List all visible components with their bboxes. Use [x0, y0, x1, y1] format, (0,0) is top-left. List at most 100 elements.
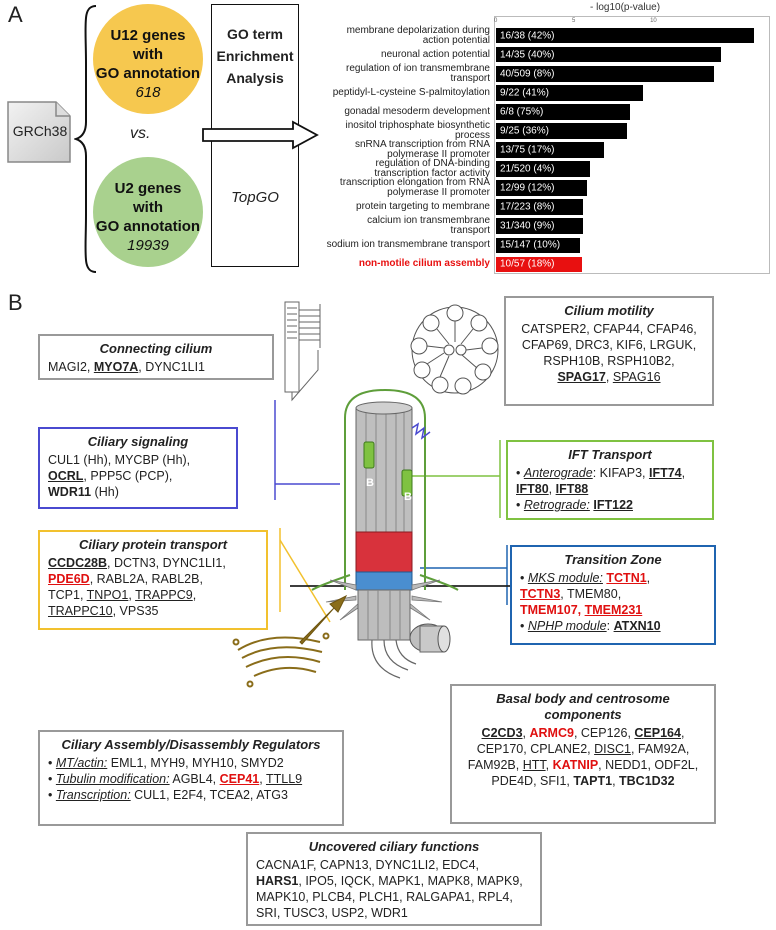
bar-1: 14/35 (40%): [496, 46, 721, 63]
gene-ift122: IFT122: [593, 498, 633, 512]
separator: ,: [646, 571, 651, 585]
gene-tapt1: TAPT1: [573, 774, 613, 788]
uncovered-functions-box: Uncovered ciliary functions CACNA1F, CAP…: [246, 832, 542, 926]
u12-count: 618: [135, 84, 161, 101]
panel-a-letter: A: [8, 2, 23, 27]
gene-c2cd3: C2CD3: [481, 726, 523, 740]
assembly-mt: MT/actin:: [55, 756, 108, 770]
gene-myo7a: MYO7A: [93, 360, 139, 374]
basal-title-2: components: [544, 707, 622, 722]
uncovered-line2: , IPO5, IQCK, MAPK1, MAPK8, MAPK9,: [298, 874, 523, 888]
gene-ift80: IFT80: [516, 482, 549, 496]
arrow-right-icon: [202, 120, 319, 150]
gene-trappc9: TRAPPC9: [135, 588, 193, 602]
bullet: •: [48, 772, 53, 786]
gene-tmem231: TMEM231: [584, 603, 643, 617]
gene-tbc1d32: TBC1D32: [619, 774, 675, 788]
gene-atxn10: ATXN10: [613, 619, 661, 633]
bar-value-label: 10/57 (18%): [500, 258, 555, 270]
bar-3: 9/22 (41%): [496, 84, 643, 101]
category-label-11: sodium ion transmembrane transport: [326, 239, 490, 251]
assembly-regulators-box: Ciliary Assembly/Disassembly Regulators …: [38, 730, 344, 826]
svg-text:B: B: [366, 477, 374, 489]
genome-label: GRCh38: [12, 123, 68, 139]
bar-5: 9/25 (36%): [496, 123, 628, 139]
uncovered-line4: SRI, TUSC3, USP2, WDR1: [256, 906, 408, 920]
centriole-icon: [409, 623, 451, 653]
category-label-1: neuronal action potential: [381, 48, 490, 60]
separator: :: [606, 619, 614, 633]
ift-title: IFT Transport: [568, 447, 652, 462]
gene-trappc10: TRAPPC10: [48, 604, 113, 618]
u2-genes-circle: U2 genes with GO annotation 19939: [93, 157, 203, 267]
separator: ,: [259, 772, 266, 786]
tz-title: Transition Zone: [564, 552, 662, 567]
signaling-line2: , PPP5C (PCP),: [83, 469, 173, 483]
gene-tctn3: TCTN3: [520, 587, 561, 601]
bar-7: 21/520 (4%): [496, 161, 590, 177]
bar-value-label: 40/509 (8%): [500, 68, 555, 80]
category-label-9: protein targeting to membrane: [356, 201, 490, 213]
bar-9: 17/223 (8%): [496, 199, 584, 216]
assembly-tubulin: Tubulin modification:: [55, 772, 170, 786]
gene-wdr11: WDR11: [48, 485, 92, 499]
ciliary-signaling-box: Ciliary signaling CUL1 (Hh), MYCBP (Hh),…: [38, 427, 238, 509]
brace-icon: [74, 5, 97, 273]
signaling-hh: (Hh): [91, 485, 119, 499]
gene-kifap3: : KIFAP3,: [592, 466, 649, 480]
u12-line1: U12 genes: [110, 27, 186, 44]
method-line1: GO term: [226, 26, 283, 42]
bar-value-label: 13/75 (17%): [500, 144, 555, 156]
motility-title: Cilium motility: [564, 303, 654, 318]
signaling-line1: CUL1 (Hh), MYCBP (Hh),: [48, 453, 191, 467]
gene-tmem107: TMEM107: [520, 603, 578, 617]
cilium-icon: B B: [311, 388, 459, 679]
gene-cep170: CEP170, CPLANE2,: [476, 742, 595, 756]
motility-line2: CFAP69, DRC3, KIF6, LRGUK,: [521, 338, 697, 352]
bar-0: 16/38 (42%): [496, 27, 754, 44]
bar-8: 12/99 (12%): [496, 180, 587, 196]
separator: ,: [192, 588, 197, 602]
gene-pde6d: PDE6D: [48, 572, 90, 586]
bullet: •: [520, 571, 525, 585]
gene-vps35: , VPS35: [112, 604, 159, 618]
transition-zone-box: Transition Zone • MKS module: TCTN1, TCT…: [510, 545, 716, 645]
gene-dync1li1: , DYNC1LI1: [138, 360, 205, 374]
method-line2: Enrichment: [216, 48, 294, 64]
x-tick-label: 10: [650, 18, 657, 24]
uncovered-title: Uncovered ciliary functions: [308, 839, 480, 854]
bar-value-label: 9/25 (36%): [500, 125, 549, 137]
separator: ,: [612, 774, 620, 788]
gene-tmem80: , TMEM80,: [560, 587, 622, 601]
u12-line3: GO annotation: [95, 65, 201, 82]
category-label-3: peptidyl-L-cysteine S-palmitoylation: [332, 86, 490, 98]
gene-ocrl: OCRL: [48, 469, 84, 483]
photoreceptor-icon: [284, 301, 321, 402]
ift-transport-box: IFT Transport • Anterograde: KIFAP3, IFT…: [506, 440, 714, 520]
bar-value-label: 6/8 (75%): [500, 106, 544, 118]
separator: ,: [605, 370, 613, 384]
bar-value-label: 16/38 (42%): [500, 30, 555, 42]
separator: ,: [522, 726, 530, 740]
document-icon: [7, 101, 71, 163]
gene-htt: HTT: [522, 758, 546, 772]
u12-line2: with: [133, 46, 163, 63]
separator: ,: [548, 482, 556, 496]
bullet: •: [520, 619, 525, 633]
u2-line3: GO annotation: [95, 218, 201, 235]
x-tick-label: 0: [494, 18, 498, 24]
gene-armc9: ARMC9: [529, 726, 574, 740]
gene-ift74: IFT74: [648, 466, 682, 480]
gene-magi2: MAGI2,: [48, 360, 94, 374]
u12-genes-circle: U12 genes with GO annotation 618: [93, 4, 203, 114]
bar-11: 15/147 (10%): [496, 237, 581, 254]
bar-4: 6/8 (75%): [496, 104, 631, 120]
gene-spag17: SPAG17: [557, 370, 606, 384]
x-axis-title: - log10(p-value): [590, 2, 661, 13]
gene-ttll9: TTLL9: [265, 772, 303, 786]
category-label-12: non-motile cilium assembly: [358, 258, 490, 270]
